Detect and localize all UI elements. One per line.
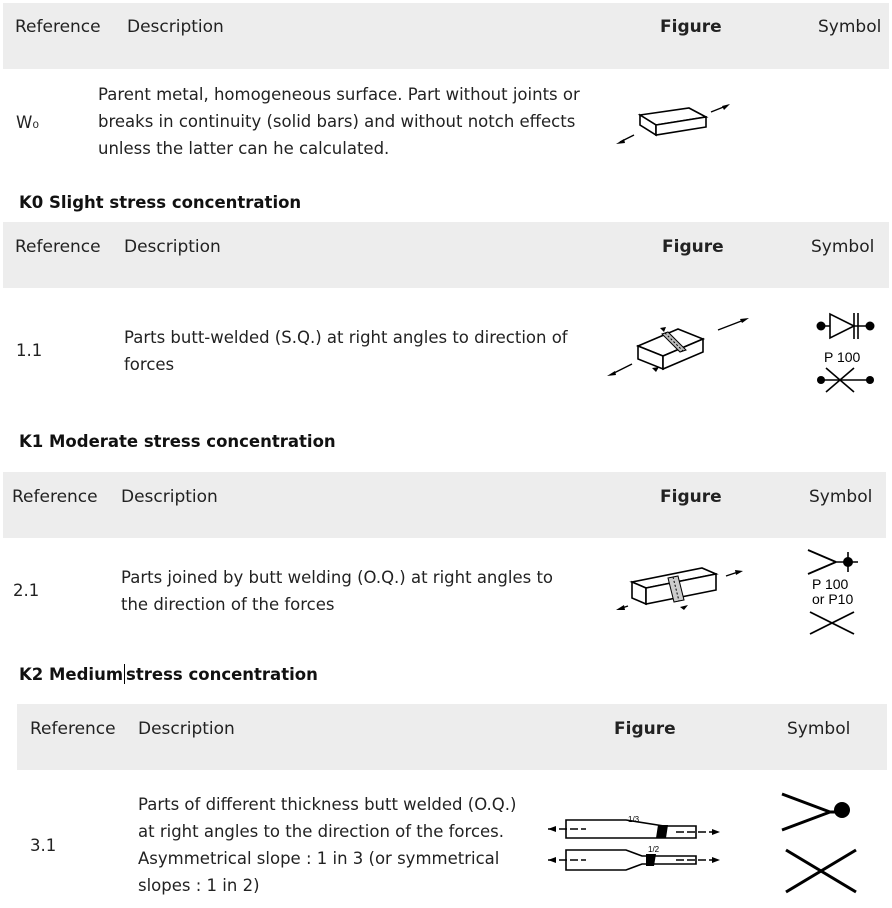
header-description: Description [121,487,218,507]
weld-symbol [781,792,857,894]
header-reference: Reference [15,237,101,257]
section-title-part: K2 Medium [19,665,124,684]
butt-weld-figure [607,318,749,376]
header-figure: Figure [662,237,724,257]
header-row [17,704,887,770]
symbol-label: P 100 [824,349,861,365]
row-reference: 2.1 [13,581,40,600]
row-reference: 3.1 [30,836,57,855]
header-reference: Reference [30,719,116,739]
row-reference: W₀ [16,113,39,132]
section-title: K1 Moderate stress concentration [19,432,336,451]
header-figure: Figure [614,719,676,739]
header-figure: Figure [660,487,722,507]
header-row [3,222,889,288]
header-symbol: Symbol [809,487,873,507]
row-description: Parent metal, homogeneous surface. Part … [98,85,580,158]
header-row [3,3,889,69]
header-reference: Reference [12,487,98,507]
butt-weld-figure [616,567,743,610]
header-symbol: Symbol [787,719,851,739]
header-symbol: Symbol [811,237,875,257]
header-description: Description [127,17,224,37]
header-figure: Figure [660,17,722,37]
header-description: Description [138,719,235,739]
symbol-label: P 100 [812,576,849,592]
header-description: Description [124,237,221,257]
symbol-label: or P10 [812,591,853,607]
slope-label: 1/2 [648,845,660,854]
text-cursor [124,664,126,684]
section-title: K0 Slight stress concentration [19,193,302,212]
section-title-part: stress concentration [126,665,318,684]
solid-bar-figure [616,104,730,144]
header-row [3,472,886,538]
row-description: Parts of different thickness butt welded… [138,795,517,895]
header-reference: Reference [15,17,101,37]
thickness-transition-figure: 1/3 1/2 [548,815,720,871]
weld-symbol: P 100 [816,312,875,393]
row-description: Parts butt-welded (S.Q.) at right angles… [124,328,568,374]
header-symbol: Symbol [818,17,882,37]
row-description: Parts joined by butt welding (O.Q.) at r… [121,568,554,614]
row-reference: 1.1 [16,341,43,360]
weld-symbol: P 100 or P10 [807,549,858,635]
slope-label: 1/3 [628,815,640,824]
